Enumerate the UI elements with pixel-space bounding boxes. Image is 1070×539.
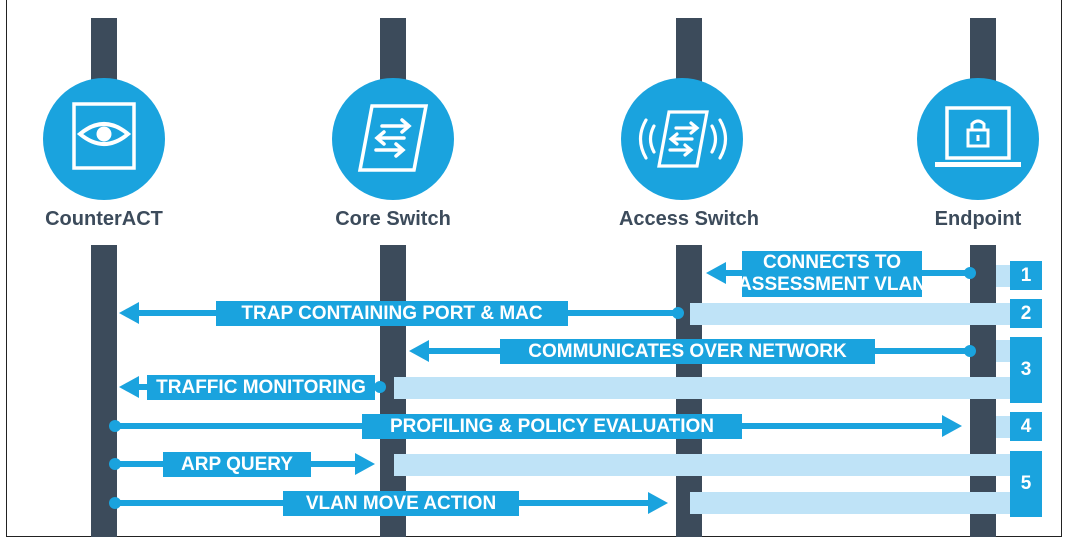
entity-label-access-switch: Access Switch xyxy=(618,208,760,230)
band-step-2 xyxy=(690,303,1010,325)
lifeline-counteract xyxy=(91,245,117,537)
band-step-5b xyxy=(690,492,1010,514)
message-label-communicates: COMMUNICATES OVER NETWORK xyxy=(500,339,875,364)
eye-icon xyxy=(72,102,136,170)
entity-label-core-switch: Core Switch xyxy=(335,208,451,230)
entity-label-endpoint: Endpoint xyxy=(934,208,1022,230)
step-badge: 2 xyxy=(1010,299,1042,328)
band-step-3a xyxy=(996,340,1010,362)
message-label-connects: CONNECTS TO ASSESSMENT VLAN xyxy=(738,251,926,297)
step-badge: 4 xyxy=(1010,412,1042,441)
arrow-origin-dot xyxy=(672,307,684,319)
arrowhead xyxy=(119,302,139,324)
laptop-lock-icon xyxy=(935,106,1021,167)
arrow-origin-dot xyxy=(109,458,121,470)
message-label-trap: TRAP CONTAINING PORT & MAC xyxy=(216,301,568,326)
arrowhead xyxy=(942,415,962,437)
message-label-vlan: VLAN MOVE ACTION xyxy=(283,491,519,516)
switch-icon xyxy=(357,104,429,172)
arrowhead xyxy=(355,453,375,475)
arrow-origin-dot xyxy=(109,497,121,509)
arrow-origin-dot xyxy=(964,267,976,279)
access-switch-node xyxy=(621,78,743,200)
band-step-3b xyxy=(394,377,1010,399)
step-badge: 5 xyxy=(1010,451,1042,517)
core-switch-node xyxy=(332,78,454,200)
band-step-4 xyxy=(996,416,1010,438)
arrow-origin-dot xyxy=(964,345,976,357)
message-label-traffic: TRAFFIC MONITORING xyxy=(147,375,375,400)
arrow-origin-dot xyxy=(374,381,386,393)
arrowhead xyxy=(119,376,139,398)
arrowhead xyxy=(648,492,668,514)
step-badge: 3 xyxy=(1010,337,1042,403)
wireless-switch-icon xyxy=(638,110,728,168)
entity-label-counteract: CounterACT xyxy=(45,208,163,230)
arrow-origin-dot xyxy=(109,420,121,432)
counteract-node xyxy=(43,78,165,200)
arrowhead xyxy=(409,340,429,362)
message-label-arp: ARP QUERY xyxy=(163,452,311,477)
band-step-1 xyxy=(996,265,1010,287)
step-badge: 1 xyxy=(1010,261,1042,290)
diagram-frame xyxy=(6,0,1062,537)
endpoint-node xyxy=(917,78,1039,200)
message-label-profiling: PROFILING & POLICY EVALUATION xyxy=(362,414,742,439)
band-step-5a xyxy=(394,454,1010,476)
arrowhead xyxy=(706,262,726,284)
